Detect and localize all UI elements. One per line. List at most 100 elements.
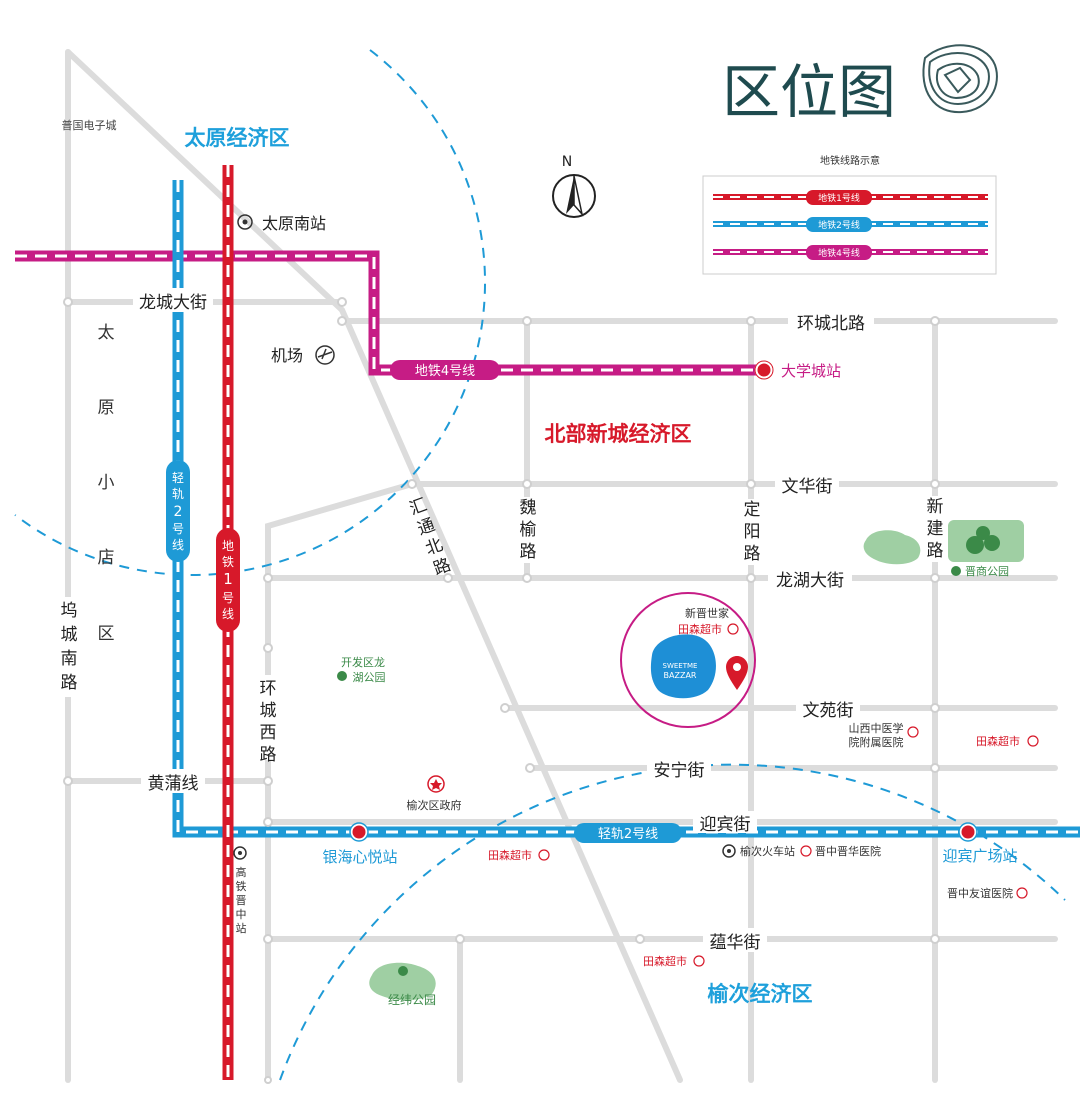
project-name-en2: BAZZAR (664, 671, 697, 680)
svg-text:小: 小 (98, 473, 115, 493)
svg-text:汇: 汇 (407, 495, 430, 520)
station-yingbin-icon (958, 822, 978, 842)
svg-text:西: 西 (260, 723, 277, 743)
legend-title: 地铁线路示意 (820, 154, 880, 167)
station-yinhai-icon (349, 822, 369, 842)
svg-text:建: 建 (927, 519, 944, 539)
svg-text:铁: 铁 (236, 880, 247, 893)
place-jinshang-park: 晋商公园 (965, 564, 1009, 578)
taiyuan-zone-circle (14, 49, 487, 576)
road-label-dingyang: 定 阳 路 (744, 500, 761, 564)
road-huancheng-west (265, 481, 415, 1083)
zone-circles (14, 49, 1066, 1081)
shopping-cart-icon-2 (1027, 735, 1039, 747)
svg-text:定: 定 (744, 500, 761, 520)
station-yinhai: 银海心悦站 (322, 848, 397, 866)
road-label-wenyuan: 文苑街 (803, 701, 854, 721)
place-airport: 机场 (271, 346, 303, 365)
svg-text:路: 路 (520, 542, 537, 562)
title-logo-icon (922, 44, 998, 114)
park-icon (951, 566, 961, 576)
park-blob-icon-2 (369, 962, 436, 1001)
svg-text:线: 线 (172, 538, 184, 552)
road-label-anning: 安宁街 (654, 761, 705, 781)
svg-text:晋: 晋 (236, 894, 247, 907)
svg-text:新: 新 (927, 497, 944, 517)
hospital-icon-2 (800, 845, 812, 857)
train-station-icon-2 (722, 844, 736, 858)
place-xinjin: 新晋世家 (685, 606, 729, 620)
shopping-cart-icon-3 (538, 849, 550, 861)
road-label-huitong: 汇 通 北 路 (407, 495, 454, 580)
place-jingwei-park: 经纬公园 (388, 993, 436, 1007)
shopping-cart-icon-4 (693, 955, 705, 967)
legend-line4: 地铁4号线 (818, 247, 860, 259)
zone-yuci: 榆次经济区 (708, 982, 813, 1006)
road-label-huancheng-north: 环城北路 (797, 314, 865, 334)
legend-line2: 地铁2号线 (818, 219, 860, 231)
zone-north: 北部新城经济区 (545, 422, 692, 446)
svg-text:铁: 铁 (222, 555, 234, 569)
legend-line1: 地铁1号线 (818, 192, 860, 204)
place-tiansen-4: 田森超市 (643, 954, 687, 968)
government-icon (427, 775, 445, 793)
north-arrow-icon: N (552, 154, 596, 218)
place-gaotie: 高 铁 晋 中 站 (236, 865, 247, 935)
svg-text:区: 区 (98, 624, 115, 644)
svg-text:号: 号 (172, 522, 184, 536)
yuci-zone-circle (279, 763, 1066, 1081)
svg-text:北: 北 (423, 535, 446, 560)
project-name-en1: SWEETME (663, 662, 698, 670)
road-label-huancheng-west: 环 城 西 路 (260, 679, 277, 765)
park-blob-icon (863, 520, 1024, 565)
svg-text:路: 路 (260, 745, 277, 765)
road-label-longcheng: 龙城大街 (139, 293, 207, 313)
zone-xiaodian: 太 原 小 店 区 (98, 323, 115, 644)
station-university-icon (754, 360, 774, 380)
place-hospital-2: 院附属医院 (849, 735, 904, 749)
station-yingbin-sq: 迎宾广场站 (942, 847, 1017, 865)
place-youyi: 晋中友谊医院 (947, 886, 1013, 900)
svg-text:路: 路 (431, 555, 454, 580)
map-title: 区位图 (722, 58, 896, 126)
metro-label-light2-h: 轻轨2号线 (598, 827, 658, 842)
svg-text:城: 城 (260, 701, 277, 721)
svg-text:阳: 阳 (744, 522, 761, 542)
svg-text:号: 号 (222, 591, 234, 605)
place-puguo: 普国电子城 (62, 118, 117, 132)
svg-text:路: 路 (927, 541, 944, 561)
svg-text:坞: 坞 (61, 601, 78, 621)
road-label-wenhua: 文华街 (782, 477, 833, 497)
metro-legend: 地铁线路示意 地铁1号线 地铁2号线 地铁4号线 (702, 154, 997, 275)
svg-text:地: 地 (222, 539, 234, 553)
road-label-longhu: 龙湖大街 (776, 571, 844, 591)
svg-text:环: 环 (260, 679, 277, 699)
hospital-icon (907, 726, 919, 738)
road-label-xinjian: 新 建 路 (927, 497, 944, 561)
svg-text:路: 路 (744, 544, 761, 564)
location-pin-icon (726, 656, 748, 690)
metro-label-light2-vertical: 轻 轨 2 号 线 (172, 471, 184, 552)
svg-text:通: 通 (415, 515, 438, 540)
road-label-yingbin: 迎宾街 (700, 815, 751, 835)
place-taiyuan-south: 太原南站 (262, 214, 326, 233)
station-university: 大学城站 (781, 362, 841, 380)
place-tiansen-2: 田森超市 (976, 734, 1020, 748)
train-station-icon (237, 214, 253, 230)
light-rail-line-2 (172, 180, 1080, 838)
svg-text:2: 2 (174, 504, 183, 520)
train-station-icon-3 (233, 846, 247, 860)
junction-dots (63, 297, 940, 1084)
place-hospital-1: 山西中医学 (849, 721, 904, 735)
svg-text:太: 太 (98, 323, 115, 343)
metro-label-line1: 地 铁 1 号 线 (222, 539, 234, 621)
metro-line-4 (15, 250, 762, 376)
place-yuci-station: 榆次火车站 (740, 844, 795, 858)
road-label-wucheng: 坞 城 南 路 (61, 601, 78, 693)
svg-text:店: 店 (98, 548, 115, 568)
svg-text:路: 路 (61, 673, 78, 693)
shopping-cart-icon (727, 623, 739, 635)
road-diagonal (65, 49, 345, 313)
road-huitong (339, 307, 683, 1083)
